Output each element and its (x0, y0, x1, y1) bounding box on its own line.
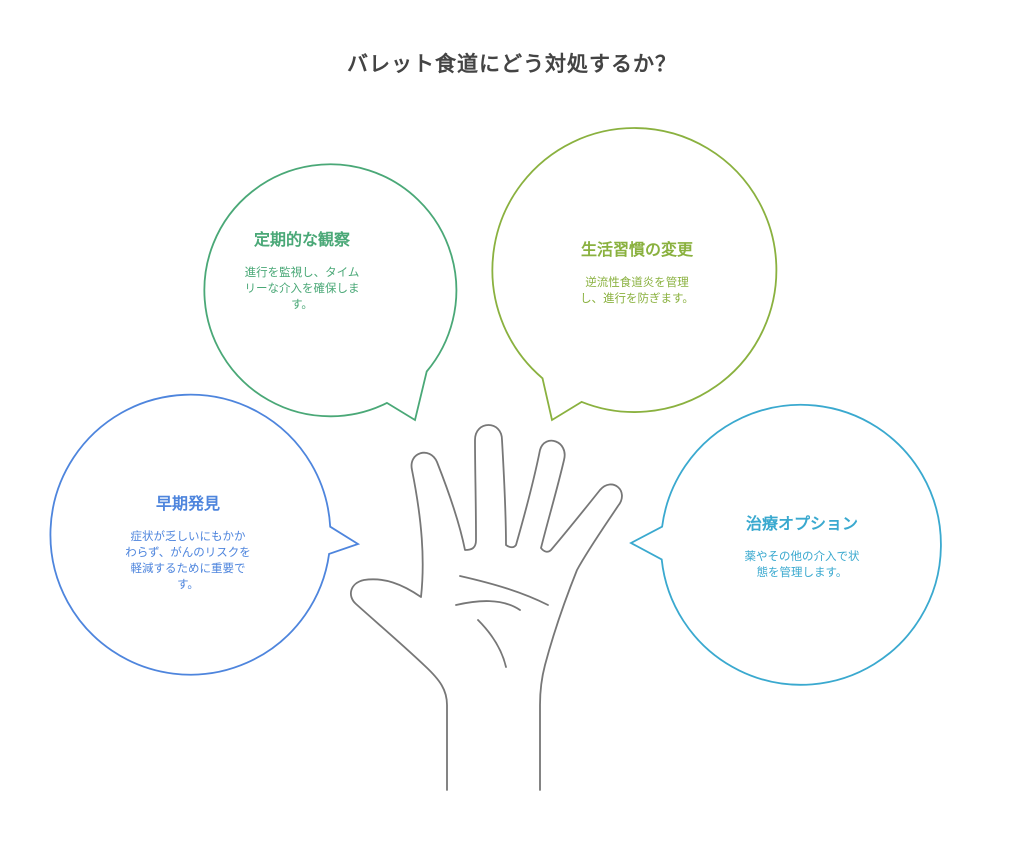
bubble-description-line: わらず、がんのリスクを (125, 545, 251, 559)
bubble-early-detection (49, 393, 361, 676)
bubble-description: 薬やその他の介入で状 態を管理します。 (712, 548, 892, 580)
bubble-description: 進行を監視し、タイム リーな介入を確保しま す。 (212, 264, 392, 312)
bubble-description: 逆流性食道炎を管理 し、進行を防ぎます。 (547, 274, 727, 306)
bubble-description-line: 症状が乏しいにもかか (130, 529, 246, 543)
bubble-regular-observation (203, 163, 458, 422)
bubble-description-line: リーな介入を確保しま (244, 281, 360, 295)
bubble-description-line: 進行を監視し、タイム (244, 265, 360, 279)
bubble-text-early-detection: 早期発見 症状が乏しいにもかか わらず、がんのリスクを 軽減するために重要で す… (98, 490, 278, 592)
bubble-description-line: 逆流性食道炎を管理 (585, 275, 689, 289)
bubble-lifestyle-change (491, 127, 778, 422)
bubble-description-line: す。 (291, 297, 313, 311)
bubble-text-lifestyle-change: 生活習慣の変更 逆流性食道炎を管理 し、進行を防ぎます。 (547, 236, 727, 306)
bubble-heading: 早期発見 (155, 494, 220, 513)
bubble-treatment-options (629, 403, 942, 686)
bubble-heading: 生活習慣の変更 (580, 240, 693, 259)
bubble-text-regular-observation: 定期的な観察 進行を監視し、タイム リーな介入を確保しま す。 (212, 226, 392, 312)
bubble-text-treatment-options: 治療オプション 薬やその他の介入で状 態を管理します。 (712, 510, 892, 580)
bubble-heading: 定期的な観察 (253, 230, 350, 249)
page-title: バレット食道にどう対処するか？ (347, 52, 677, 76)
bubble-description-line: 薬やその他の介入で状 (744, 549, 860, 563)
bubble-description: 症状が乏しいにもかか わらず、がんのリスクを 軽減するために重要で す。 (98, 528, 278, 592)
palm-line-upper (459, 575, 549, 606)
open-hand-icon (349, 424, 623, 791)
bubble-description-line: 態を管理します。 (756, 565, 848, 579)
bubble-description-line: 軽減するために重要で (130, 561, 246, 575)
palm-line-lower (477, 619, 507, 668)
bubble-heading: 治療オプション (745, 514, 858, 533)
hand-outline (349, 424, 623, 791)
bubble-description-line: し、進行を防ぎます。 (580, 291, 694, 305)
palm-line-middle (455, 600, 521, 611)
bubble-description-line: す。 (177, 577, 199, 591)
